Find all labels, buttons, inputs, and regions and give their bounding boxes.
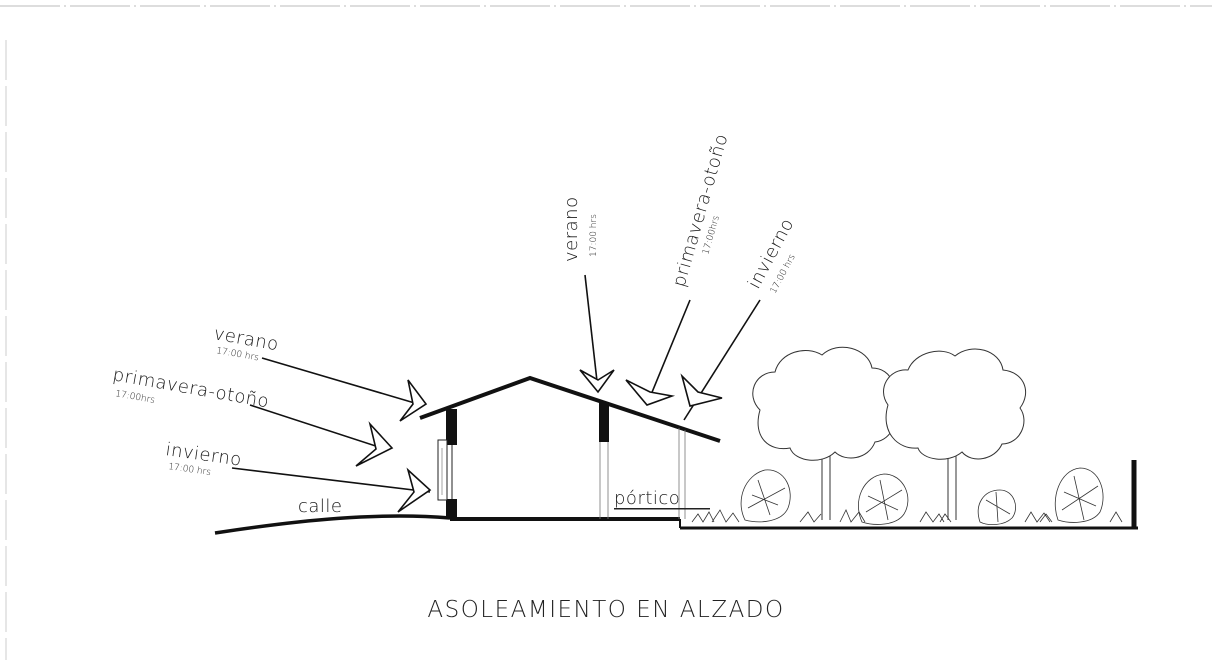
sun-ray-top-winter	[680, 299, 761, 421]
tree-trunk	[821, 455, 831, 520]
sun-ray-left-spring	[249, 404, 394, 467]
sun-ray-top-summer	[579, 274, 615, 394]
shrub-icon	[740, 469, 791, 523]
roof-line	[419, 375, 721, 443]
ground-cover	[691, 509, 1123, 523]
porch-underline	[614, 508, 710, 510]
sun-ray-line	[261, 357, 419, 405]
shrub-icon	[1054, 467, 1104, 523]
left-wall-upper	[446, 409, 457, 445]
shrub-row	[691, 509, 1123, 523]
sun-ray-line	[249, 404, 389, 451]
sun-ray-left-summer	[261, 357, 428, 422]
shrub-foliage	[977, 489, 1016, 526]
sun-ray-line	[584, 274, 599, 391]
shrub-foliage	[1054, 467, 1104, 523]
label-top-spring: primavera-otoño	[669, 131, 733, 289]
label-left-spring: primavera-otoño	[111, 364, 271, 412]
sun-ray-left-winter	[231, 467, 432, 513]
shrub-foliage	[740, 469, 791, 523]
sun-ray-arrow-icon	[397, 467, 432, 513]
tree-canopy	[883, 348, 1026, 460]
street-ground-line	[214, 514, 451, 535]
window	[437, 439, 448, 501]
tree-icon	[752, 346, 896, 520]
sun-ray-arrow-icon	[399, 379, 428, 422]
sun-ray-arrow-icon	[680, 373, 723, 407]
sun-ray-arrow-icon	[355, 421, 394, 467]
label-top-summer-time: 17:00 hrs	[589, 214, 599, 257]
label-porch: pórtico	[614, 488, 680, 509]
sun-ray-line	[231, 467, 431, 493]
label-street: calle	[298, 496, 343, 517]
label-top-summer: verano	[561, 196, 582, 262]
sun-ray-arrow-icon	[579, 369, 615, 394]
shrub-icon	[858, 473, 909, 525]
tree-trunk	[947, 455, 957, 520]
diagram-title: ASOLEAMIENTO EN ALZADO	[427, 597, 784, 623]
middle-column-beam	[599, 402, 609, 442]
tree-icon	[883, 348, 1026, 520]
sun-ray-top-spring	[625, 299, 691, 406]
sun-ray-arrow-icon	[625, 379, 676, 406]
tree-canopy	[752, 346, 896, 461]
shrub-icon	[977, 489, 1016, 526]
left-wall-lower	[446, 499, 457, 519]
shrub-foliage	[858, 473, 909, 525]
sun-ray-line	[647, 299, 691, 403]
